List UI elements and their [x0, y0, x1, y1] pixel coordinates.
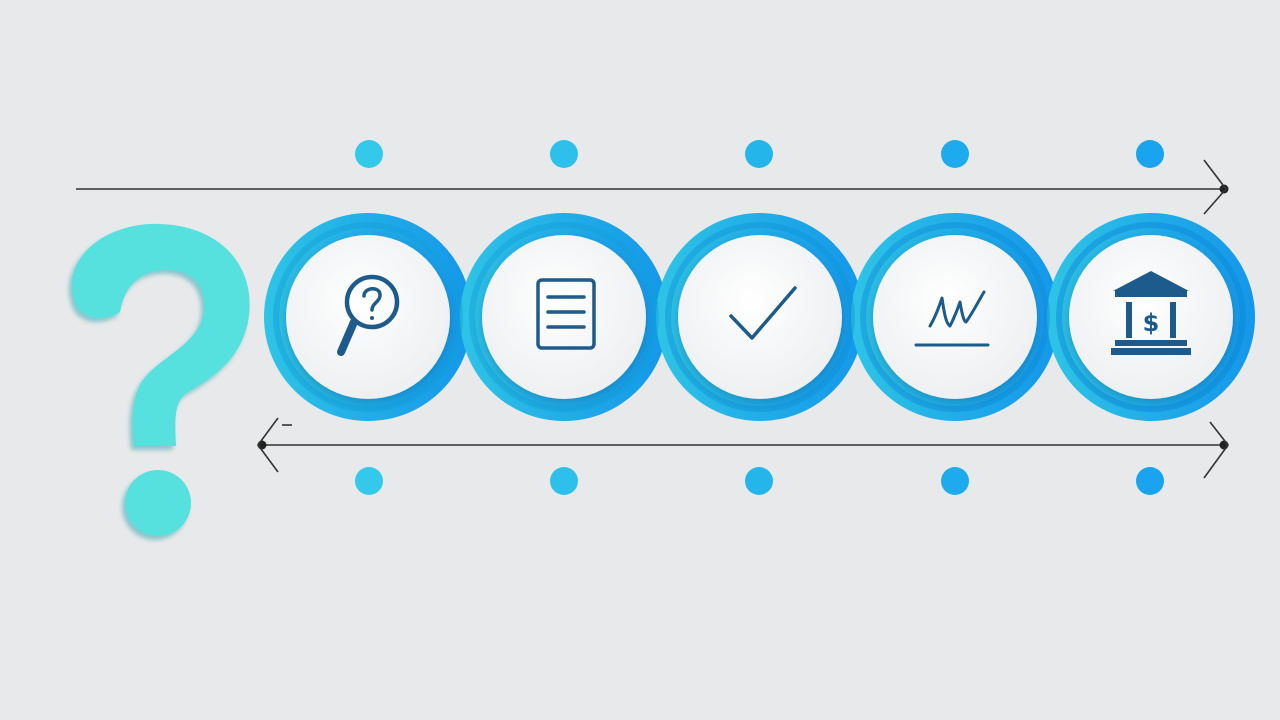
question-mark-icon [71, 223, 250, 536]
magnifier-question-icon [337, 274, 400, 356]
bottom-dot [941, 467, 969, 495]
top-arrow [76, 159, 1229, 215]
document-icon [536, 278, 596, 350]
top-dot [745, 140, 773, 168]
bottom-dot [550, 467, 578, 495]
top-dot [941, 140, 969, 168]
svg-text:$: $ [1143, 309, 1160, 337]
bottom-dot [1136, 467, 1164, 495]
top-dot [355, 140, 383, 168]
step-circles [286, 235, 1233, 399]
bank-dollar-icon: $ [1111, 271, 1191, 355]
top-dot [550, 140, 578, 168]
top-dot [1136, 140, 1164, 168]
step-circle-5 [1069, 235, 1233, 399]
bottom-dot [355, 467, 383, 495]
bottom-dots [355, 467, 1164, 495]
step-circle-2 [482, 235, 646, 399]
step-circle-1 [286, 235, 450, 399]
checkmark-icon [729, 286, 797, 340]
bottom-dot [745, 467, 773, 495]
bottom-arrow [257, 417, 1230, 479]
top-dots [355, 140, 1164, 168]
signature-icon [914, 290, 990, 347]
step-circle-3 [678, 235, 842, 399]
